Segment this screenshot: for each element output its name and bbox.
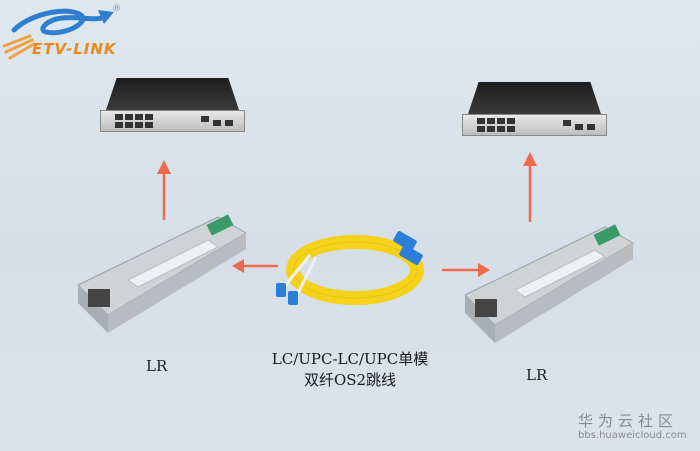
right-module-label: LR bbox=[526, 366, 548, 384]
right-sfp-module bbox=[455, 215, 645, 345]
swoosh-e-icon bbox=[2, 8, 114, 60]
left-switch bbox=[100, 78, 245, 138]
left-sfp-module bbox=[68, 205, 258, 335]
arrow-left bbox=[232, 258, 280, 274]
cable-label-line1: LC/UPC-LC/UPC单模 bbox=[271, 350, 429, 368]
right-switch bbox=[462, 82, 607, 142]
cable-label: LC/UPC-LC/UPC单模 双纤OS2跳线 bbox=[250, 349, 450, 391]
arrow-up-left bbox=[154, 160, 174, 222]
arrow-up-right bbox=[520, 152, 540, 224]
cable-label-line2: 双纤OS2跳线 bbox=[303, 371, 397, 389]
watermark-name: 华为云社区 bbox=[578, 412, 679, 430]
lc-connector-icon bbox=[276, 283, 286, 297]
fiber-patch-cable bbox=[270, 225, 440, 315]
arrow-right bbox=[440, 262, 492, 278]
registered-mark: ® bbox=[112, 4, 121, 14]
watermark-url: bbs.huaweicloud.com bbox=[578, 430, 687, 441]
etv-link-logo: ETV-LINK ® bbox=[2, 2, 132, 64]
left-module-label: LR bbox=[146, 357, 168, 375]
logo-text: ETV-LINK bbox=[32, 40, 117, 58]
